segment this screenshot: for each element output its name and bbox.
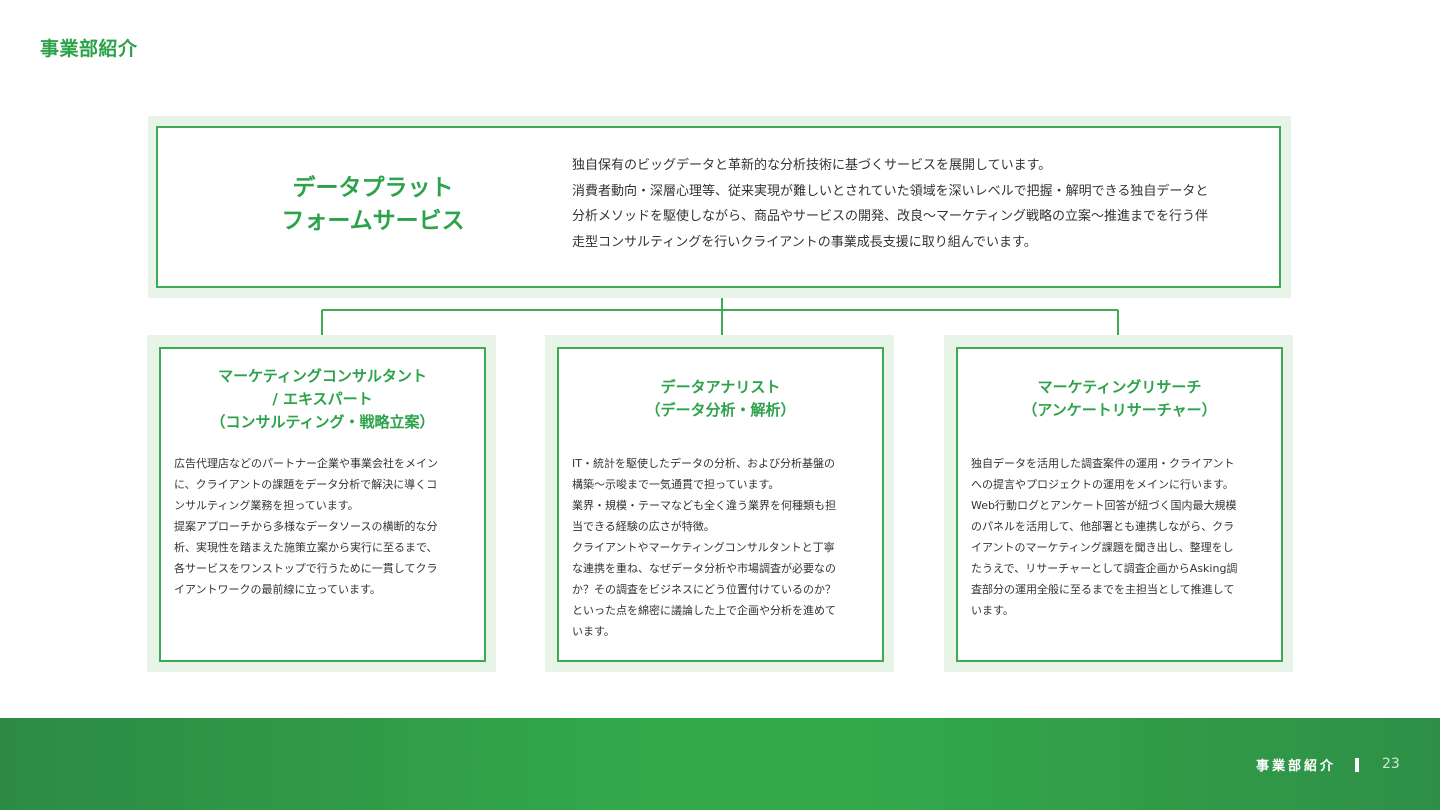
footer-section-label: 事業部紹介: [1255, 759, 1336, 774]
card-body: IT・統計を駆使したデータの分析、および分析基盤の 構築〜示唆まで一気通貫で担っ…: [572, 453, 872, 642]
description-line: 独自保有のビッグデータと革新的な分析技術に基づくサービスを展開しています。: [572, 158, 1052, 173]
card-title-line: / エキスパート: [272, 390, 373, 408]
card-frame: マーケティングコンサルタント / エキスパート （コンサルティング・戦略立案） …: [159, 347, 486, 662]
card-title-line: マーケティングリサーチ: [1037, 378, 1202, 396]
description-line: 分析メソッドを駆使しながら、商品やサービスの開発、改良〜マーケティング戦略の立案…: [572, 209, 1208, 224]
card-body-line: います。: [971, 604, 1014, 617]
platform-service-box: データプラット フォームサービス 独自保有のビッグデータと革新的な分析技術に基づ…: [156, 126, 1281, 288]
description-line: 消費者動向・深層心理等、従来実現が難しいとされていた領域を深いレベルで把握・解明…: [572, 183, 1209, 199]
card-body-line: 構築〜示唆まで一気通貫で担っています。: [572, 478, 780, 491]
card-body-line: といった点を綿密に議論した上で企画や分析を進めて: [572, 604, 836, 617]
footer-separator: [1355, 758, 1359, 772]
card-marketing-consultant: マーケティングコンサルタント / エキスパート （コンサルティング・戦略立案） …: [147, 335, 496, 672]
page-title: 事業部紹介: [40, 38, 138, 60]
platform-service-heading: データプラット フォームサービス: [158, 172, 588, 238]
card-body-line: イアントワークの最前線に立っています。: [174, 583, 381, 596]
card-body-line: ンサルティング業務を担っています。: [174, 499, 359, 512]
card-frame: データアナリスト （データ分析・解析） IT・統計を駆使したデータの分析、および…: [557, 347, 884, 662]
card-title: マーケティングコンサルタント / エキスパート （コンサルティング・戦略立案）: [161, 365, 484, 434]
card-title-line: データアナリスト: [660, 378, 781, 396]
card-body-line: か？その調査をビジネスにどう位置付けているのか？: [572, 583, 836, 596]
card-body-line: 当できる経験の広さが特徴。: [572, 520, 715, 533]
card-body-line: 析、実現性を踏まえた施策立案から実行に至るまで、: [174, 541, 438, 554]
card-body-line: への提言やプロジェクトの運用をメインに行います。: [971, 478, 1234, 491]
page-number: 23: [1382, 756, 1400, 772]
card-body-line: イアントのマーケティング課題を聞き出し、整理をし: [971, 541, 1234, 554]
card-data-analyst: データアナリスト （データ分析・解析） IT・統計を駆使したデータの分析、および…: [545, 335, 894, 672]
card-body-line: 広告代理店などのパートナー企業や事業会社をメイン: [174, 457, 438, 470]
card-body-line: 独自データを活用した調査案件の運用・クライアント: [971, 457, 1235, 470]
description-line: 走型コンサルティングを行いクライアントの事業成長支援に取り組んでいます。: [572, 234, 1037, 250]
platform-service-description: 独自保有のビッグデータと革新的な分析技術に基づくサービスを展開しています。 消費…: [572, 153, 1262, 255]
card-title-line: （アンケートリサーチャー）: [1022, 401, 1217, 419]
card-body-line: Web行動ログとアンケート回答が紐づく国内最大規模: [971, 499, 1237, 512]
heading-line: フォームサービス: [281, 208, 465, 234]
card-body-line: に、クライアントの課題をデータ分析で解決に導くコ: [174, 478, 438, 491]
card-body-line: な連携を重ね、なぜデータ分析や市場調査が必要なの: [572, 562, 836, 575]
card-body-line: IT・統計を駆使したデータの分析、および分析基盤の: [572, 457, 835, 470]
heading-line: データプラット: [292, 175, 454, 201]
card-body-line: 査部分の運用全般に至るまでを主担当として推進して: [971, 583, 1235, 596]
footer-bar: 事業部紹介 23: [0, 718, 1440, 810]
card-body: 広告代理店などのパートナー企業や事業会社をメイン に、クライアントの課題をデータ…: [174, 453, 474, 600]
card-marketing-research: マーケティングリサーチ （アンケートリサーチャー） 独自データを活用した調査案件…: [944, 335, 1293, 672]
card-body-line: たうえで、リサーチャーとして調査企画からAsking調: [971, 562, 1238, 575]
card-title: マーケティングリサーチ （アンケートリサーチャー）: [958, 376, 1281, 422]
card-body-line: 提案アプローチから多様なデータソースの横断的な分: [174, 520, 438, 533]
card-body-line: クライアントやマーケティングコンサルタントと丁寧: [572, 541, 835, 554]
card-body: 独自データを活用した調査案件の運用・クライアント への提言やプロジェクトの運用を…: [971, 453, 1271, 621]
card-body-line: のパネルを活用して、他部署とも連携しながら、クラ: [971, 520, 1235, 533]
card-frame: マーケティングリサーチ （アンケートリサーチャー） 独自データを活用した調査案件…: [956, 347, 1283, 662]
card-title: データアナリスト （データ分析・解析）: [559, 376, 882, 422]
card-title-line: マーケティングコンサルタント: [218, 367, 427, 385]
card-body-line: 各サービスをワンストップで行うために一貫してクラ: [174, 562, 438, 575]
card-title-line: （データ分析・解析）: [645, 401, 796, 419]
card-title-line: （コンサルティング・戦略立案）: [210, 413, 435, 431]
card-body-line: 業界・規模・テーマなども全く違う業界を何種類も担: [572, 499, 836, 512]
card-body-line: います。: [572, 625, 615, 638]
